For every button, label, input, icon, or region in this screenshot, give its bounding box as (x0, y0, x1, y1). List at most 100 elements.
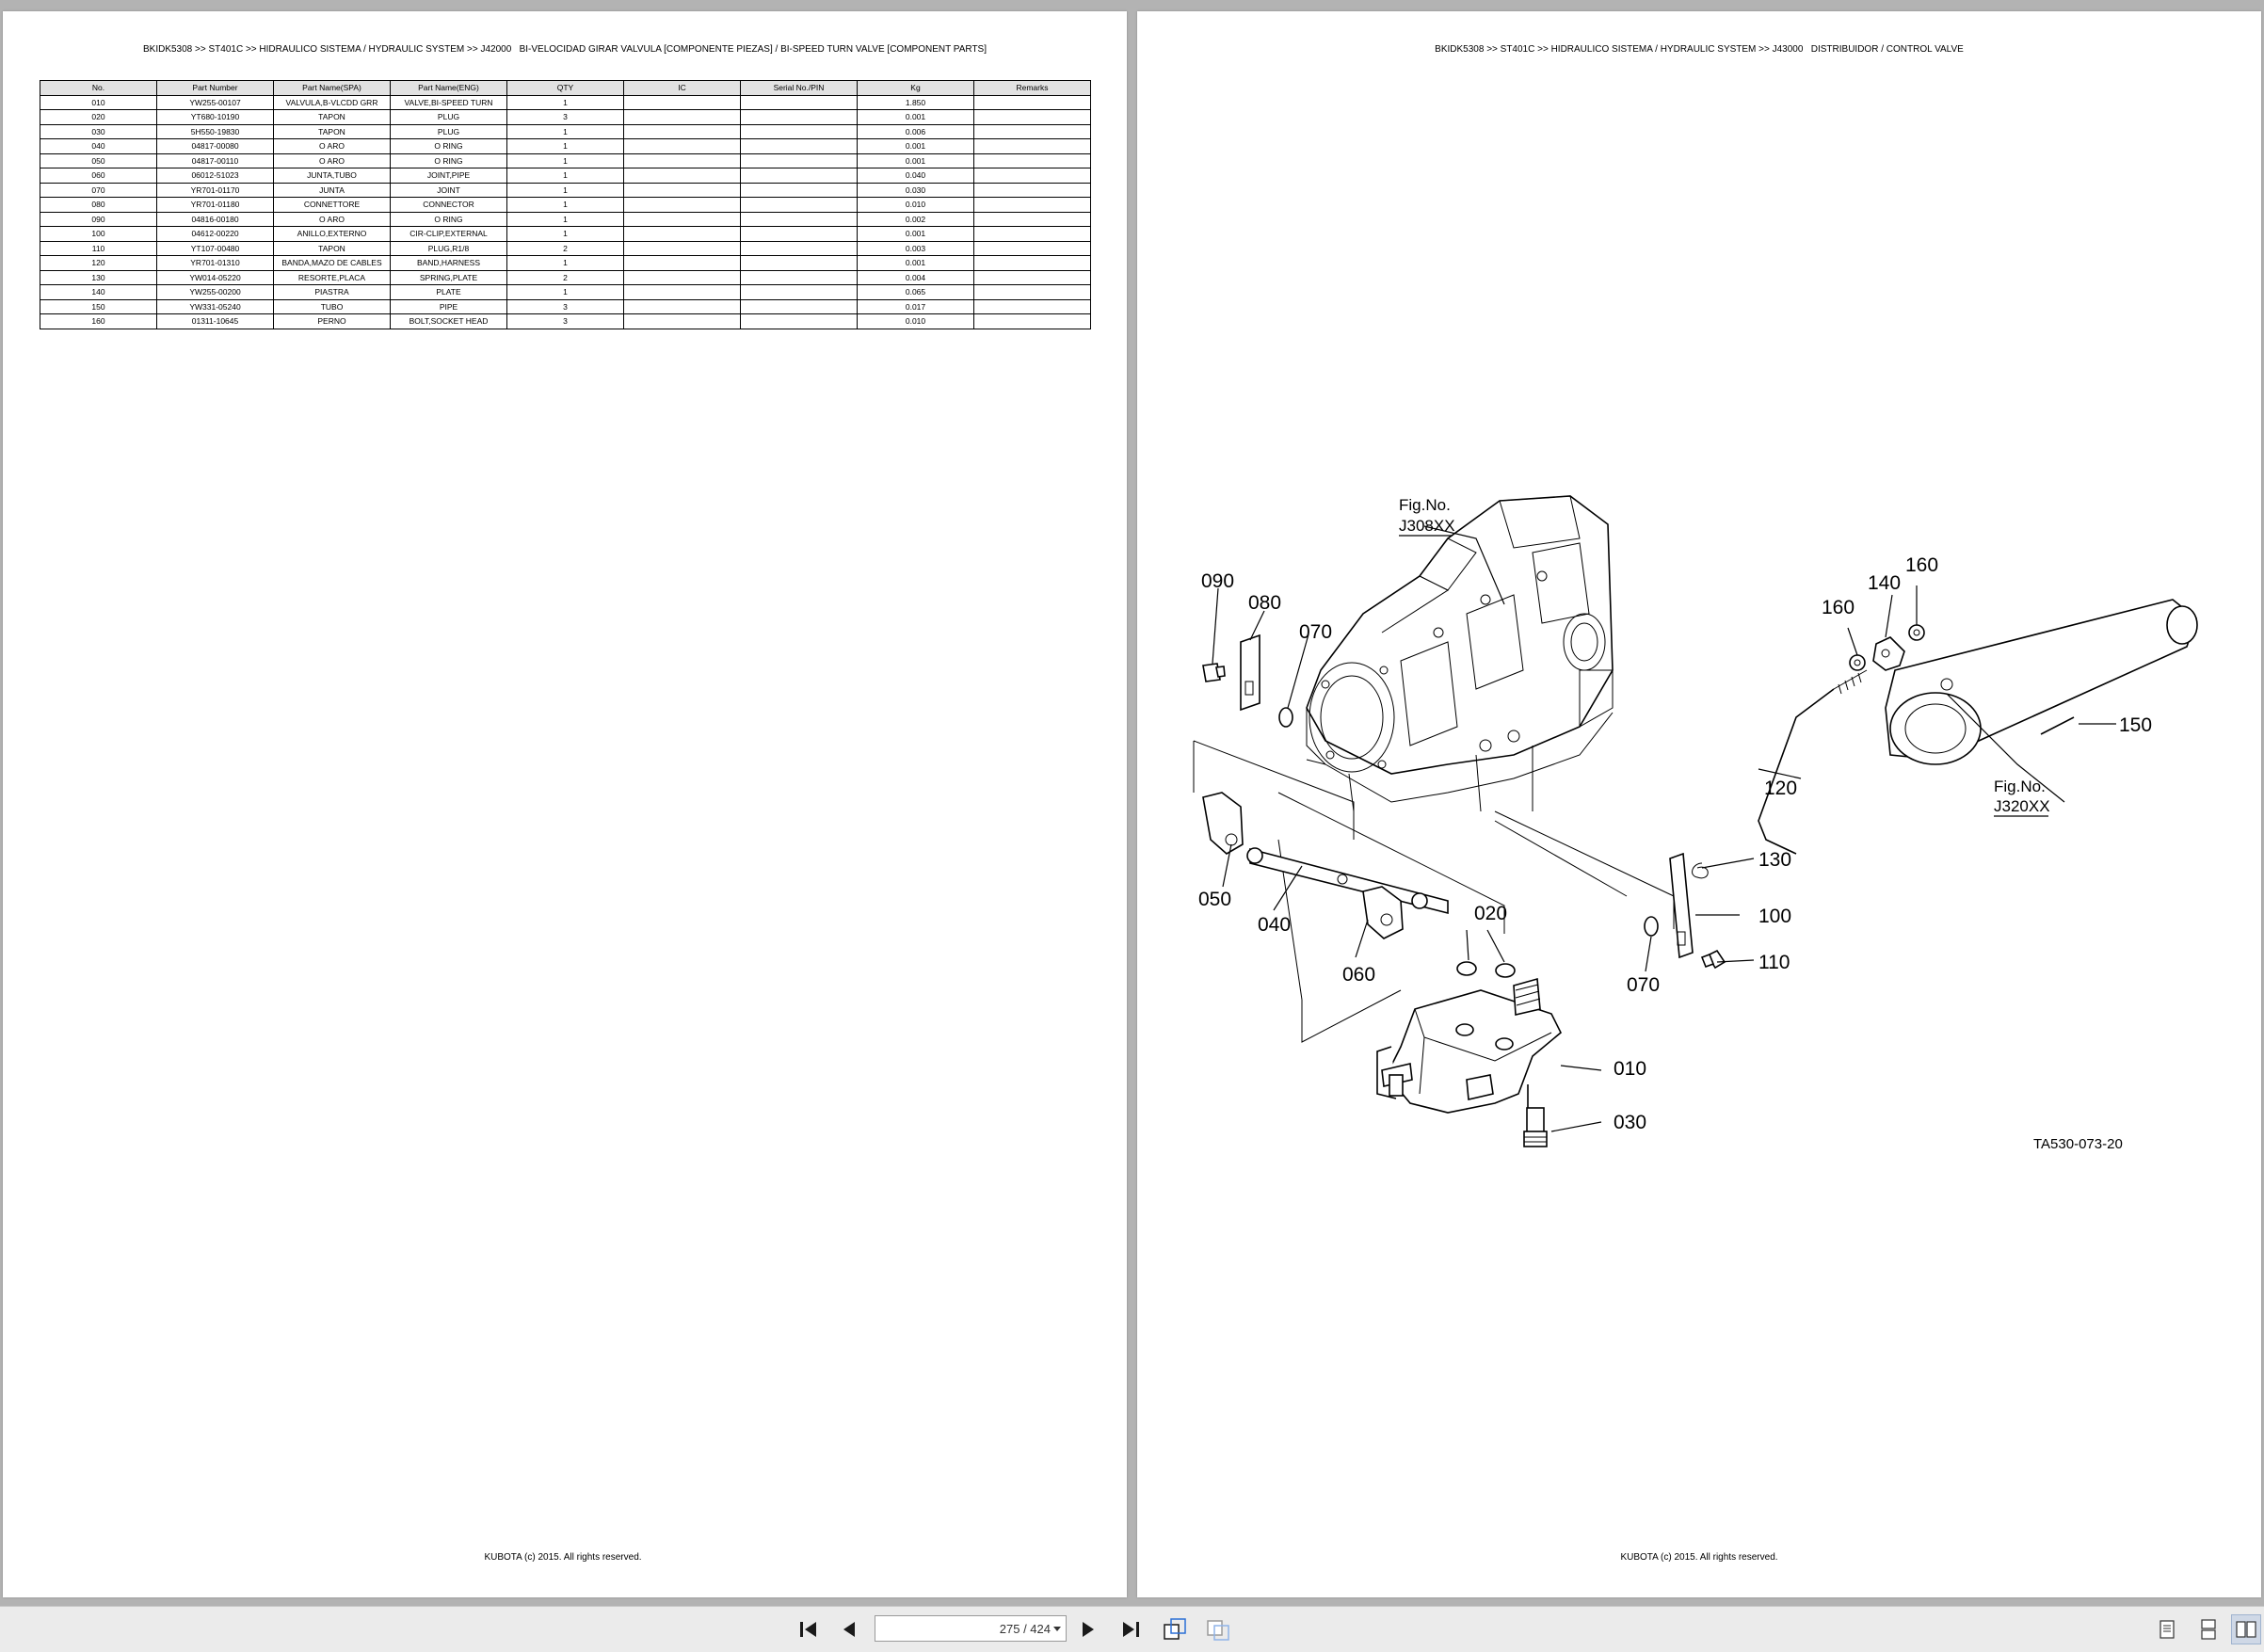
table-cell: JOINT (390, 182, 507, 198)
table-cell: 04612-00220 (156, 226, 274, 242)
callout-020: 020 (1474, 903, 1507, 924)
table-cell (973, 284, 1091, 300)
table-cell: PLUG (390, 109, 507, 125)
table-cell: 2 (506, 269, 624, 285)
table-cell (740, 197, 858, 213)
table-cell: 0.065 (857, 284, 974, 300)
fit-page-icon (1164, 1618, 1186, 1640)
next-page-button[interactable] (1073, 1614, 1103, 1644)
table-cell (623, 197, 741, 213)
table-cell: 5H550-19830 (156, 123, 274, 139)
table-cell (623, 211, 741, 227)
single-page-view-icon (2160, 1620, 2175, 1639)
table-cell: 060 (40, 168, 157, 184)
table-cell (740, 284, 858, 300)
column-header: QTY (506, 80, 624, 96)
table-cell (973, 298, 1091, 314)
table-cell (740, 109, 858, 125)
plate-140-drawing (1872, 636, 1905, 671)
table-cell (623, 269, 741, 285)
spool-drawing (1202, 792, 1449, 939)
column-header: Serial No./PIN (740, 80, 858, 96)
o-ring-070-left-drawing (1278, 707, 1293, 728)
table-cell (623, 313, 741, 329)
exploded-parts-diagram: Fig.No. J308XX Fig.No. J320XX 090 080 07… (1193, 495, 2198, 1152)
callout-100: 100 (1758, 906, 1791, 927)
table-cell (623, 152, 741, 168)
callout-060: 060 (1342, 964, 1375, 986)
column-header: Part Number (156, 80, 274, 96)
rod-120-drawing (1758, 669, 1868, 855)
table-cell: CIR-CLIP,EXTERNAL (390, 226, 507, 242)
two-page-view-button[interactable] (2231, 1614, 2261, 1644)
fit-page-button[interactable] (1160, 1614, 1190, 1644)
column-header: Remarks (973, 80, 1091, 96)
o-ring-020-b-drawing (1495, 963, 1516, 978)
table-cell: 1.850 (857, 94, 974, 110)
table-cell: 0.040 (857, 168, 974, 184)
fit-width-button[interactable] (1203, 1614, 1233, 1644)
table-cell (623, 168, 741, 184)
table-cell: 0.010 (857, 197, 974, 213)
plate-100-drawing (1669, 852, 1709, 959)
last-page-icon (1123, 1622, 1139, 1637)
column-header: IC (623, 80, 741, 96)
continuous-view-button[interactable] (2193, 1614, 2224, 1644)
table-cell: PIASTRA (273, 284, 391, 300)
table-cell: JOINT,PIPE (390, 168, 507, 184)
fig-ref-2-line2: J320XX (1994, 797, 2050, 815)
table-cell (740, 313, 858, 329)
callout-070-right: 070 (1627, 974, 1660, 996)
table-cell: YW331-05240 (156, 298, 274, 314)
table-cell (623, 123, 741, 139)
table-cell: TUBO (273, 298, 391, 314)
single-page-view-button[interactable] (2152, 1614, 2182, 1644)
callout-090: 090 (1201, 570, 1234, 592)
fig-ref-2-line1: Fig.No. (1994, 778, 2046, 795)
page-number-field[interactable] (875, 1615, 1067, 1642)
first-page-button[interactable] (794, 1614, 824, 1644)
callout-010: 010 (1614, 1058, 1646, 1080)
o-ring-020-a-drawing (1456, 961, 1477, 976)
table-cell: YW255-00107 (156, 94, 274, 110)
table-cell: 1 (506, 138, 624, 154)
page-dropdown-icon[interactable] (1052, 1624, 1062, 1633)
table-cell: 130 (40, 269, 157, 285)
table-cell: 160 (40, 313, 157, 329)
table-cell: PLUG (390, 123, 507, 139)
left-page: BKIDK5308 >> ST401C >> HIDRAULICO SISTEM… (3, 11, 1127, 1597)
last-page-button[interactable] (1116, 1614, 1147, 1644)
table-cell: 04817-00080 (156, 138, 274, 154)
table-cell: 040 (40, 138, 157, 154)
table-cell: JUNTA,TUBO (273, 168, 391, 184)
connector-080-drawing (1240, 634, 1260, 712)
table-cell (973, 182, 1091, 198)
table-cell (740, 298, 858, 314)
continuous-view-icon (2201, 1619, 2216, 1640)
next-page-icon (1083, 1622, 1094, 1637)
table-cell (973, 211, 1091, 227)
table-cell (973, 226, 1091, 242)
table-cell: PLUG,R1/8 (390, 240, 507, 256)
table-cell: YR701-01310 (156, 255, 274, 271)
previous-page-button[interactable] (834, 1614, 864, 1644)
table-cell: 1 (506, 211, 624, 227)
table-cell: 04817-00110 (156, 152, 274, 168)
table-cell: YR701-01180 (156, 197, 274, 213)
callout-160-right: 160 (1905, 554, 1938, 576)
table-cell: 010 (40, 94, 157, 110)
right-page-footer: KUBOTA (c) 2015. All rights reserved. (1620, 1552, 1778, 1563)
table-cell: 0.001 (857, 226, 974, 242)
callout-140: 140 (1868, 572, 1901, 594)
callout-050: 050 (1198, 889, 1231, 910)
table-cell (973, 168, 1091, 184)
table-cell (623, 298, 741, 314)
table-cell (623, 182, 741, 198)
page-number-input[interactable] (875, 1616, 1054, 1641)
right-page-header: BKIDK5308 >> ST401C >> HIDRAULICO SISTEM… (1435, 44, 1964, 55)
